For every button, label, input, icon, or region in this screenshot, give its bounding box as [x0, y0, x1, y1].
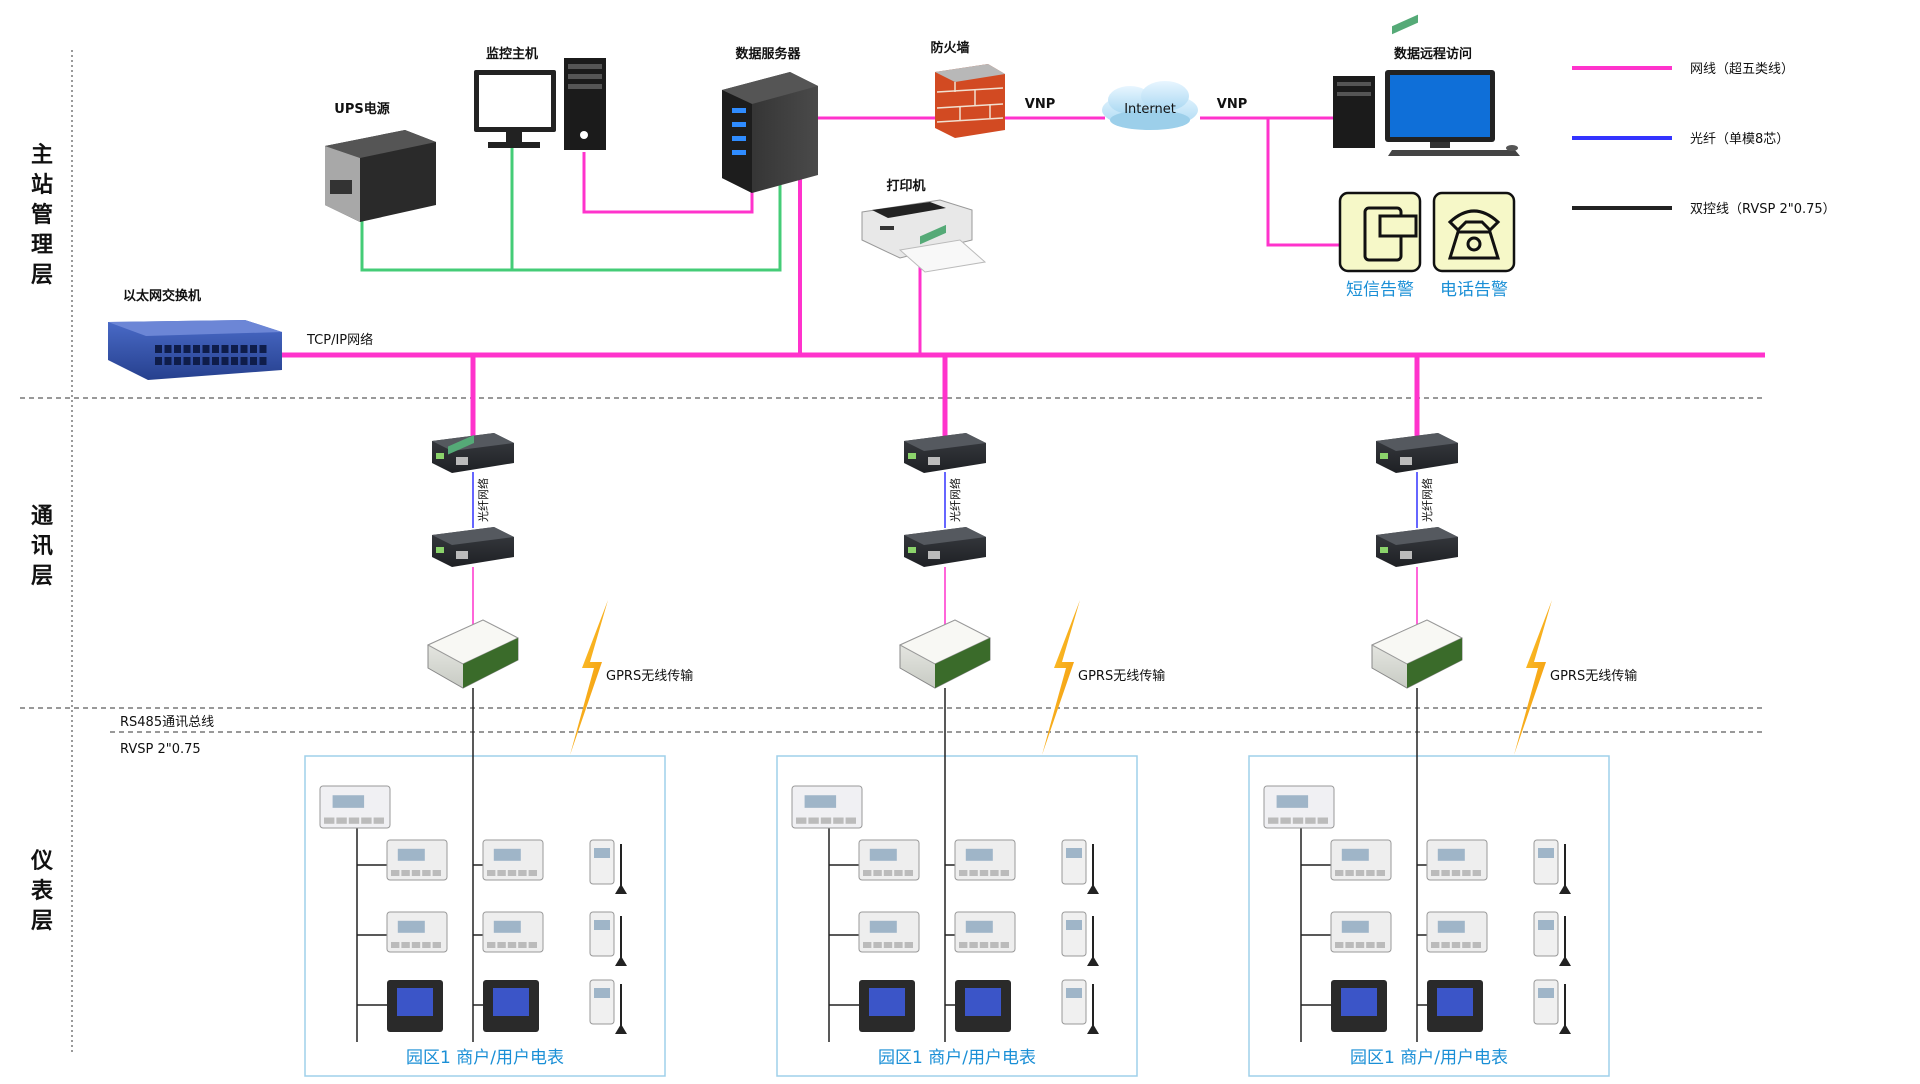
- rvsp-label: RVSP 2"0.75: [120, 742, 201, 757]
- phone-alert-icon: [1432, 191, 1516, 273]
- electric-meter: [386, 911, 448, 953]
- zone-label: 园区1 商户/用户电表: [406, 1048, 564, 1068]
- vnp-right-label: VNP: [1217, 97, 1247, 112]
- meter-zone-box: [304, 755, 666, 1077]
- data-server-device: [722, 72, 818, 193]
- alert-line: [1266, 118, 1340, 247]
- wireless-meter: [1061, 979, 1099, 1034]
- panel-meter: [483, 980, 539, 1032]
- remote-access-label: 数据远程访问: [1394, 46, 1472, 62]
- printer-label: 打印机: [886, 178, 925, 194]
- tcpip-label: TCP/IP网络: [306, 332, 373, 348]
- electric-meter: [858, 911, 920, 953]
- gprs-label: GPRS无线传输: [606, 668, 693, 684]
- remote-access-device: [1333, 70, 1520, 156]
- layer-label-meter: 仪表层: [30, 849, 54, 934]
- electric-meter: [1426, 839, 1488, 881]
- layer-label-management: 主站管理层: [31, 143, 53, 288]
- data-gateway-device: [898, 224, 992, 689]
- fiber-converter-top: [904, 433, 986, 473]
- data-server-label: 数据服务器: [735, 46, 801, 62]
- internet-label: Internet: [1124, 102, 1176, 117]
- fiber-converter-bottom: [904, 527, 986, 567]
- wireless-meter: [589, 979, 627, 1034]
- printer-device: [861, 199, 987, 273]
- electric-meter: [482, 839, 544, 881]
- legend-label: 网线（超五类线）: [1690, 62, 1794, 77]
- phone-alert-label: 电话告警: [1440, 280, 1508, 300]
- electric-meter: [1330, 911, 1392, 953]
- wireless-meter: [1061, 839, 1099, 894]
- ethernet-switch-label: 以太网交换机: [123, 288, 201, 304]
- electric-meter: [482, 911, 544, 953]
- wireless-meter: [1533, 839, 1571, 894]
- monitor-host-device: [474, 58, 606, 150]
- wireless-meter: [589, 839, 627, 894]
- fiber-net-label: 光纤网络: [948, 478, 962, 522]
- meter-zone-box: [776, 755, 1138, 1077]
- sms-alert-label: 短信告警: [1346, 280, 1414, 300]
- panel-meter: [859, 980, 915, 1032]
- electric-meter: [954, 839, 1016, 881]
- panel-meter: [1331, 980, 1387, 1032]
- electric-meter: [1330, 839, 1392, 881]
- fiber-converter-bottom: [1376, 527, 1458, 567]
- electric-meter: [858, 839, 920, 881]
- wireless-meter: [1533, 911, 1571, 966]
- multifunction-meter: [1263, 785, 1335, 829]
- zone-label: 园区1 商户/用户电表: [1350, 1048, 1508, 1068]
- electric-meter: [386, 839, 448, 881]
- ups-device: [325, 130, 436, 222]
- gprs-label: GPRS无线传输: [1078, 668, 1165, 684]
- internet-cloud: [1102, 81, 1198, 130]
- layer-label-communication: 通讯层: [31, 504, 53, 589]
- ups-power-line: [360, 180, 782, 272]
- firewall-label: 防火墙: [930, 40, 969, 56]
- legend: 网线（超五类线） 光纤（单模8芯） 双控线（RVSP 2"0.75）: [1572, 62, 1836, 217]
- fiber-net-label: 光纤网络: [476, 478, 490, 522]
- panel-meter: [1427, 980, 1483, 1032]
- fiber-net-label: 光纤网络: [1420, 478, 1434, 522]
- wireless-meter: [1533, 979, 1571, 1034]
- host-server-line: [582, 152, 754, 214]
- panel-meter: [955, 980, 1011, 1032]
- legend-label: 光纤（单模8芯）: [1690, 132, 1789, 147]
- rs485-label: RS485通讯总线: [120, 715, 214, 730]
- zone-label: 园区1 商户/用户电表: [878, 1048, 1036, 1068]
- gprs-label: GPRS无线传输: [1550, 668, 1637, 684]
- meter-zone-box: [1248, 755, 1610, 1077]
- data-gateway-device: [426, 434, 520, 689]
- ethernet-switch-device: [108, 320, 282, 380]
- legend-label: 双控线（RVSP 2"0.75）: [1690, 202, 1836, 217]
- wireless-meter: [1061, 911, 1099, 966]
- electric-meter: [1426, 911, 1488, 953]
- ups-label: UPS电源: [334, 101, 389, 117]
- wireless-meter: [589, 911, 627, 966]
- electric-meter: [954, 911, 1016, 953]
- data-gateway-device: [1370, 14, 1464, 689]
- sms-alert-icon: [1338, 191, 1422, 273]
- fiber-converter-top: [1376, 433, 1458, 473]
- monitor-host-label: 监控主机: [486, 46, 538, 62]
- vnp-left-label: VNP: [1025, 97, 1055, 112]
- fiber-converter-bottom: [432, 527, 514, 567]
- firewall-device: [935, 64, 1005, 138]
- multifunction-meter: [791, 785, 863, 829]
- multifunction-meter: [319, 785, 391, 829]
- panel-meter: [387, 980, 443, 1032]
